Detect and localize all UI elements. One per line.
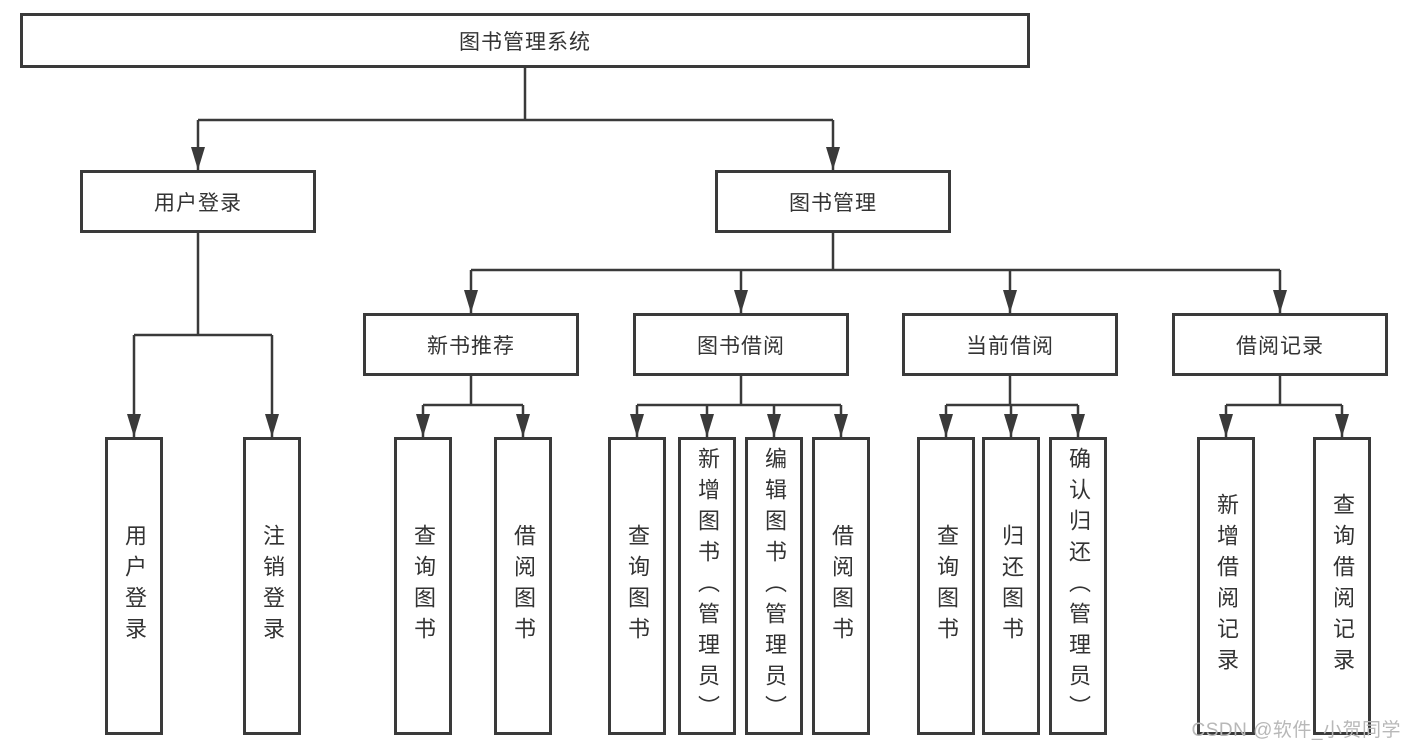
node-leaf-add-borrow-record: 新增借阅记录 (1197, 437, 1255, 735)
node-leaf-query-book-3: 查询图书 (917, 437, 975, 735)
node-book-borrow: 图书借阅 (633, 313, 849, 376)
node-leaf-query-book-1: 查询图书 (394, 437, 452, 735)
node-root-library-system: 图书管理系统 (20, 13, 1030, 68)
leaf-label: 查询借阅记录 (1330, 493, 1355, 679)
node-leaf-edit-book-admin: 编辑图书（管理员） (745, 437, 803, 735)
leaf-label: 注销登录 (260, 524, 285, 648)
leaf-label: 查询图书 (411, 524, 436, 648)
leaf-label: 查询图书 (625, 524, 650, 648)
node-leaf-query-book-2: 查询图书 (608, 437, 666, 735)
leaf-label: 借阅图书 (829, 524, 854, 648)
leaf-label: 查询图书 (934, 524, 959, 648)
node-leaf-user-login: 用户登录 (105, 437, 163, 735)
node-leaf-return-book: 归还图书 (982, 437, 1040, 735)
node-new-book-recommend: 新书推荐 (363, 313, 579, 376)
leaf-label: 新增借阅记录 (1214, 493, 1239, 679)
node-leaf-confirm-return-admin: 确认归还（管理员） (1049, 437, 1107, 735)
node-book-management: 图书管理 (715, 170, 951, 233)
leaf-label: 编辑图书（管理员） (762, 446, 787, 726)
node-leaf-borrow-book-1: 借阅图书 (494, 437, 552, 735)
node-user-login: 用户登录 (80, 170, 316, 233)
node-leaf-logout: 注销登录 (243, 437, 301, 735)
node-current-borrow: 当前借阅 (902, 313, 1118, 376)
leaf-label: 归还图书 (999, 524, 1024, 648)
node-leaf-query-borrow-record: 查询借阅记录 (1313, 437, 1371, 735)
leaf-label: 确认归还（管理员） (1066, 446, 1091, 726)
node-leaf-add-book-admin: 新增图书（管理员） (678, 437, 736, 735)
leaf-label: 新增图书（管理员） (695, 446, 720, 726)
node-borrow-record: 借阅记录 (1172, 313, 1388, 376)
csdn-watermark: CSDN @软件_小贺同学 (1191, 720, 1401, 741)
leaf-label: 用户登录 (122, 524, 147, 648)
leaf-label: 借阅图书 (511, 524, 536, 648)
node-leaf-borrow-book-2: 借阅图书 (812, 437, 870, 735)
